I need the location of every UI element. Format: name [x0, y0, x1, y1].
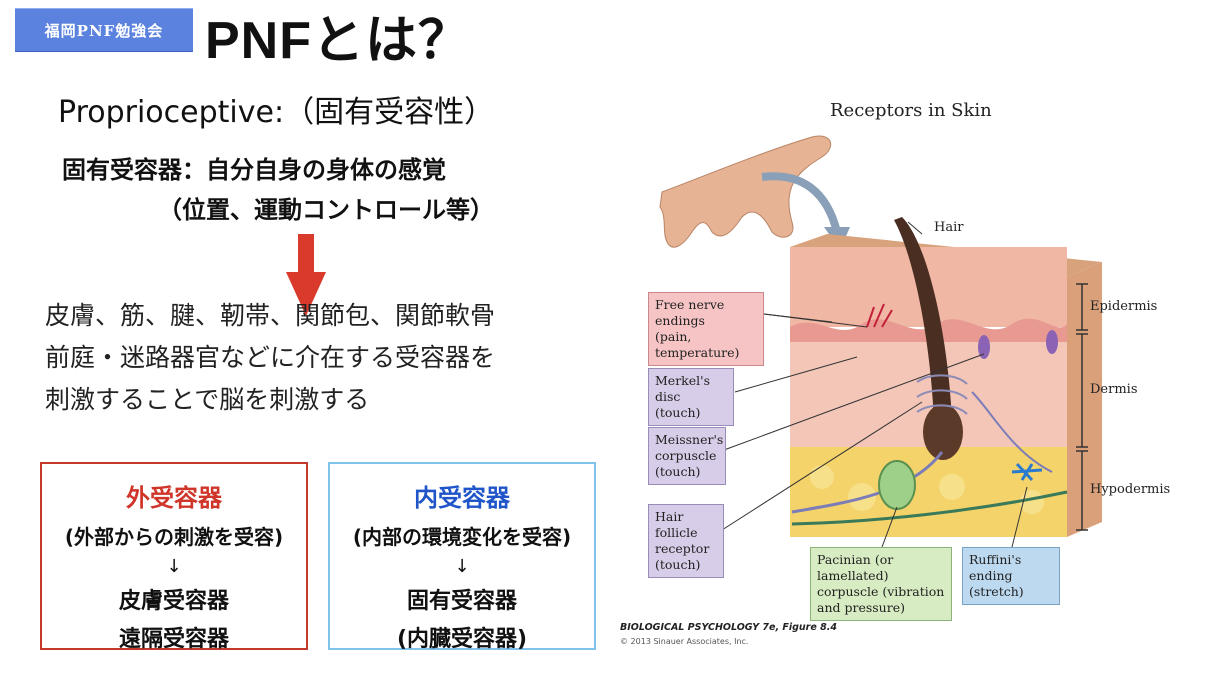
skin-illustration [659, 135, 1102, 548]
skin-receptors-figure: Receptors in Skin [612, 92, 1212, 652]
org-badge: 福岡PNF勉強会 [15, 8, 193, 52]
free-nerve-line-2: (pain, temperature) [655, 329, 740, 360]
external-receptor-subtitle: (外部からの刺激を受容) [64, 525, 284, 549]
label-epidermis: Epidermis [1090, 299, 1158, 314]
subtitle: Proprioceptive:（固有受容性） [58, 95, 495, 130]
internal-receptor-arrow: ↓ [454, 556, 470, 577]
label-hair-follicle-receptor: Hair follicle receptor (touch) [648, 504, 724, 578]
label-hair: Hair [934, 220, 964, 235]
pacinian-line-2: corpuscle (vibration [817, 584, 945, 599]
internal-receptor-title: 内受容器 [414, 484, 510, 512]
pacinian-line-1: Pacinian (or lamellated) [817, 552, 894, 583]
label-meissners-corpuscle: Meissner's corpuscle (touch) [648, 427, 726, 485]
label-free-nerve-endings: Free nerve endings (pain, temperature) [648, 292, 764, 366]
down-arrow-icon [286, 234, 326, 316]
external-receptor-item-1: 皮膚受容器 [118, 589, 229, 614]
external-receptor-box: 外受容器 (外部からの刺激を受容) ↓ 皮膚受容器 遠隔受容器 [40, 462, 308, 652]
follicle-line-3: (touch) [655, 557, 701, 572]
external-receptor-item-2: 遠隔受容器 [118, 627, 229, 652]
merkel-line-2: (touch) [655, 405, 701, 420]
ruffini-line-1: Ruffini's ending [969, 552, 1022, 583]
external-receptor-title: 外受容器 [126, 484, 222, 512]
label-merkels-disc: Merkel's disc (touch) [648, 368, 734, 426]
body-text: 皮膚、筋、腱、靭帯、関節包、関節軟骨 前庭・迷路器官などに介在する受容器を 刺激… [45, 295, 565, 421]
definition-line-2: （位置、運動コントロール等） [158, 196, 494, 224]
label-pacinian-corpuscle: Pacinian (or lamellated) corpuscle (vibr… [810, 547, 952, 621]
follicle-line-1: Hair follicle [655, 509, 698, 540]
figure-title: Receptors in Skin [830, 100, 992, 121]
figure-credit-title: BIOLOGICAL PSYCHOLOGY 7e, Figure 8.4 [620, 622, 837, 633]
pacinian-line-3: and pressure) [817, 600, 905, 615]
body-line-1: 皮膚、筋、腱、靭帯、関節包、関節軟骨 [45, 301, 496, 330]
internal-receptor-box: 内受容器 (内部の環境変化を受容) ↓ 固有受容器 (内臓受容器) [328, 462, 596, 652]
internal-receptor-subtitle: (内部の環境変化を受容) [352, 525, 572, 549]
definition-line-1: 固有受容器：自分自身の身体の感覚 [62, 156, 446, 184]
ruffini-line-2: (stretch) [969, 584, 1024, 599]
body-line-3: 刺激することで脳を刺激する [45, 385, 370, 414]
label-dermis: Dermis [1090, 382, 1138, 397]
free-nerve-line-1: Free nerve endings [655, 297, 725, 328]
external-receptor-arrow: ↓ [166, 556, 182, 577]
internal-receptor-item-2: (内臓受容器) [396, 627, 528, 652]
follicle-line-2: receptor [655, 541, 710, 556]
label-hypodermis: Hypodermis [1090, 482, 1171, 497]
meissner-line-2: corpuscle [655, 448, 717, 463]
meissner-line-3: (touch) [655, 464, 701, 479]
page-title: PNFとは？ [205, 12, 472, 70]
merkel-line-1: Merkel's disc [655, 373, 710, 404]
label-ruffinis-ending: Ruffini's ending (stretch) [962, 547, 1060, 605]
meissner-line-1: Meissner's [655, 432, 724, 447]
internal-receptor-item-1: 固有受容器 [406, 589, 517, 614]
figure-credit-copyright: © 2013 Sinauer Associates, Inc. [620, 637, 749, 646]
body-line-2: 前庭・迷路器官などに介在する受容器を [45, 343, 496, 372]
